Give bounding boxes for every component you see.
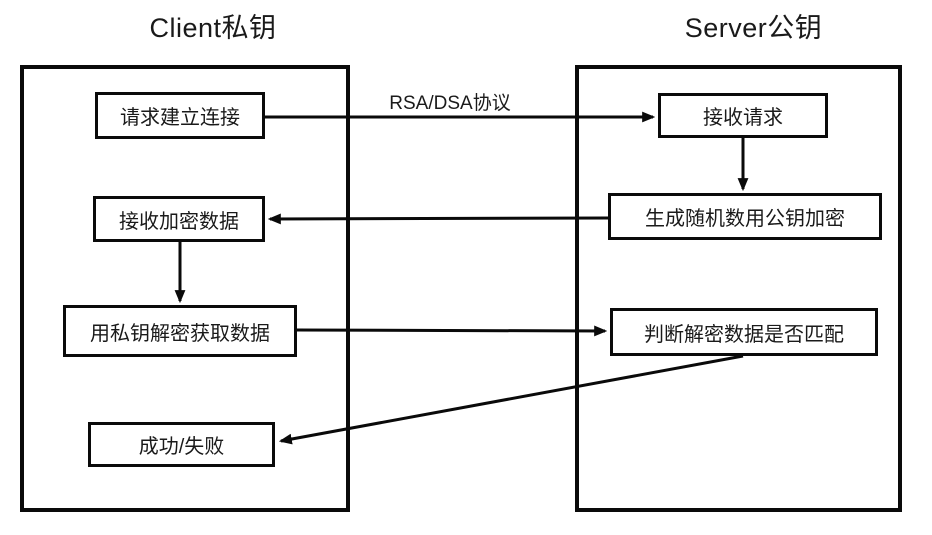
node-request-connection: 请求建立连接 xyxy=(95,92,265,139)
server-container-box xyxy=(575,65,902,512)
rsa-dsa-protocol-label: RSA/DSA协议 xyxy=(389,93,511,114)
node-check-decrypted-match: 判断解密数据是否匹配 xyxy=(610,308,878,356)
node-decrypt-with-private-key: 用私钥解密获取数据 xyxy=(63,305,297,357)
node-success-failure: 成功/失败 xyxy=(88,422,275,467)
node-receive-request: 接收请求 xyxy=(658,93,828,138)
client-container-box xyxy=(20,65,350,512)
node-receive-encrypted-data: 接收加密数据 xyxy=(93,196,265,242)
server-column-title: Server公钥 xyxy=(684,13,823,43)
client-column-title: Client私钥 xyxy=(149,13,277,43)
node-generate-random-encrypt: 生成随机数用公钥加密 xyxy=(608,193,882,240)
